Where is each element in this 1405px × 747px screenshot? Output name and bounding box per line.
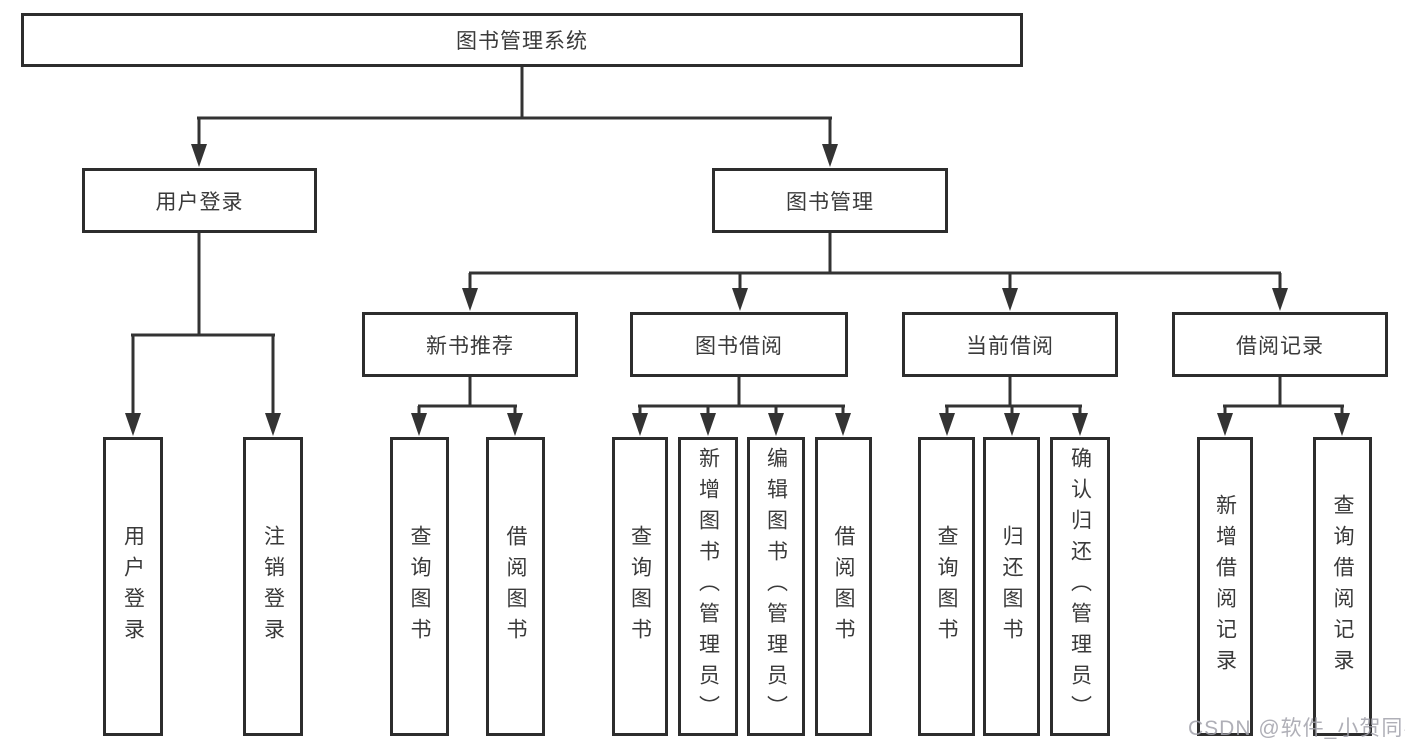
arrowhead-down	[462, 288, 478, 311]
arrowhead-down	[191, 144, 207, 167]
node-book-management-branch: 图书管理	[712, 168, 948, 233]
node-label: 确认归还（管理员）	[1068, 447, 1092, 726]
arrowhead-down	[265, 413, 281, 436]
arrowhead-down	[1002, 288, 1018, 311]
node-query-books-recommend: 查询图书	[390, 437, 449, 736]
arrowhead-down	[768, 413, 784, 436]
node-label: 查询图书	[935, 524, 958, 649]
arrowhead-down	[1272, 288, 1288, 311]
arrowhead-down	[822, 144, 838, 167]
arrowhead-down	[1072, 413, 1088, 436]
node-label: 用户登录	[155, 190, 244, 214]
arrowhead-down	[125, 413, 141, 436]
node-edit-book-admin: 编辑图书（管理员）	[747, 437, 805, 736]
node-label: 新增图书（管理员）	[696, 447, 720, 726]
node-add-borrow-record: 新增借阅记录	[1197, 437, 1253, 736]
node-query-borrow-record: 查询借阅记录	[1313, 437, 1372, 736]
arrowhead-down	[1334, 413, 1350, 436]
node-query-books-current: 查询图书	[918, 437, 975, 736]
node-label: 查询借阅记录	[1331, 493, 1354, 680]
arrowhead-down	[1217, 413, 1233, 436]
node-label: 查询图书	[408, 524, 431, 649]
node-label: 查询图书	[628, 524, 652, 649]
arrowhead-down	[1004, 413, 1020, 436]
node-label: 归还图书	[1000, 524, 1023, 649]
node-query-books-borrowing: 查询图书	[612, 437, 668, 736]
node-library-management-system: 图书管理系统	[21, 13, 1023, 67]
arrowhead-down	[732, 288, 748, 311]
arrowhead-down	[507, 413, 523, 436]
arrowhead-down	[700, 413, 716, 436]
node-user-login-leaf: 用户登录	[103, 437, 163, 736]
node-label: 新增借阅记录	[1213, 493, 1237, 680]
node-label: 用户登录	[121, 524, 145, 649]
watermark: CSDN @软件_小贺同学	[1188, 717, 1405, 740]
node-label: 新书推荐	[426, 334, 514, 358]
arrowhead-down	[835, 413, 851, 436]
node-label: 借阅图书	[504, 524, 527, 649]
arrowhead-down	[939, 413, 955, 436]
node-logout: 注销登录	[243, 437, 303, 736]
arrowhead-down	[411, 413, 427, 436]
node-label: 图书借阅	[695, 334, 783, 358]
node-user-login-branch: 用户登录	[82, 168, 317, 233]
node-current-borrowing: 当前借阅	[902, 312, 1118, 377]
node-label: 借阅图书	[832, 524, 855, 649]
node-borrow-books-recommend: 借阅图书	[486, 437, 545, 736]
node-add-book-admin: 新增图书（管理员）	[678, 437, 738, 736]
node-label: 当前借阅	[966, 334, 1054, 358]
node-confirm-return-admin: 确认归还（管理员）	[1050, 437, 1110, 736]
node-new-book-recommend: 新书推荐	[362, 312, 578, 377]
node-borrow-books-leaf: 借阅图书	[815, 437, 872, 736]
node-label: 编辑图书（管理员）	[764, 447, 788, 726]
arrowhead-down	[632, 413, 648, 436]
node-return-book: 归还图书	[983, 437, 1040, 736]
node-label: 借阅记录	[1236, 334, 1324, 358]
node-borrowing-records: 借阅记录	[1172, 312, 1388, 377]
node-label: 图书管理	[786, 190, 874, 214]
node-label: 注销登录	[261, 524, 285, 649]
node-book-borrowing: 图书借阅	[630, 312, 848, 377]
node-label: 图书管理系统	[456, 30, 588, 53]
